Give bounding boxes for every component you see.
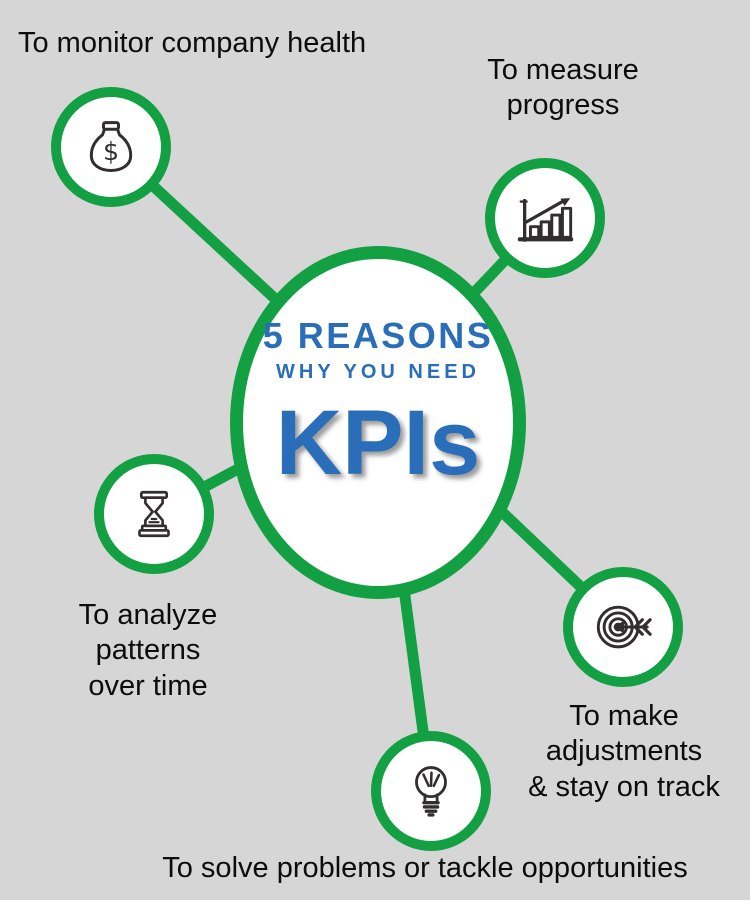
money-bag-icon: $ xyxy=(89,121,133,172)
satellite-adjust xyxy=(563,567,683,687)
lightbulb-icon xyxy=(415,766,447,817)
satellite-monitor: $ xyxy=(51,87,171,207)
svg-text:$: $ xyxy=(103,137,119,166)
reason-label-monitor: To monitor company health xyxy=(18,27,367,59)
reason-label-measure: To measure progress xyxy=(487,54,639,122)
reason-label-adjust: To make adjustments & stay on track xyxy=(528,700,720,803)
satellite-analyze xyxy=(94,454,214,574)
satellite-solve xyxy=(371,731,491,851)
hub-keyword: KPIs xyxy=(275,391,481,494)
satellite-measure xyxy=(485,158,605,278)
hub-subtitle: WHY YOU NEED xyxy=(276,360,480,383)
hourglass-icon xyxy=(138,490,170,538)
target-arrow-icon xyxy=(596,605,652,649)
growth-chart-icon xyxy=(517,198,574,242)
reason-label-analyze: To analyze patterns over time xyxy=(78,599,218,702)
reason-label-solve: To solve problems or tackle opportunitie… xyxy=(162,852,688,884)
hub-circle: 5 REASONS WHY YOU NEED KPIs xyxy=(230,246,526,599)
hub-title: 5 REASONS xyxy=(262,315,494,356)
